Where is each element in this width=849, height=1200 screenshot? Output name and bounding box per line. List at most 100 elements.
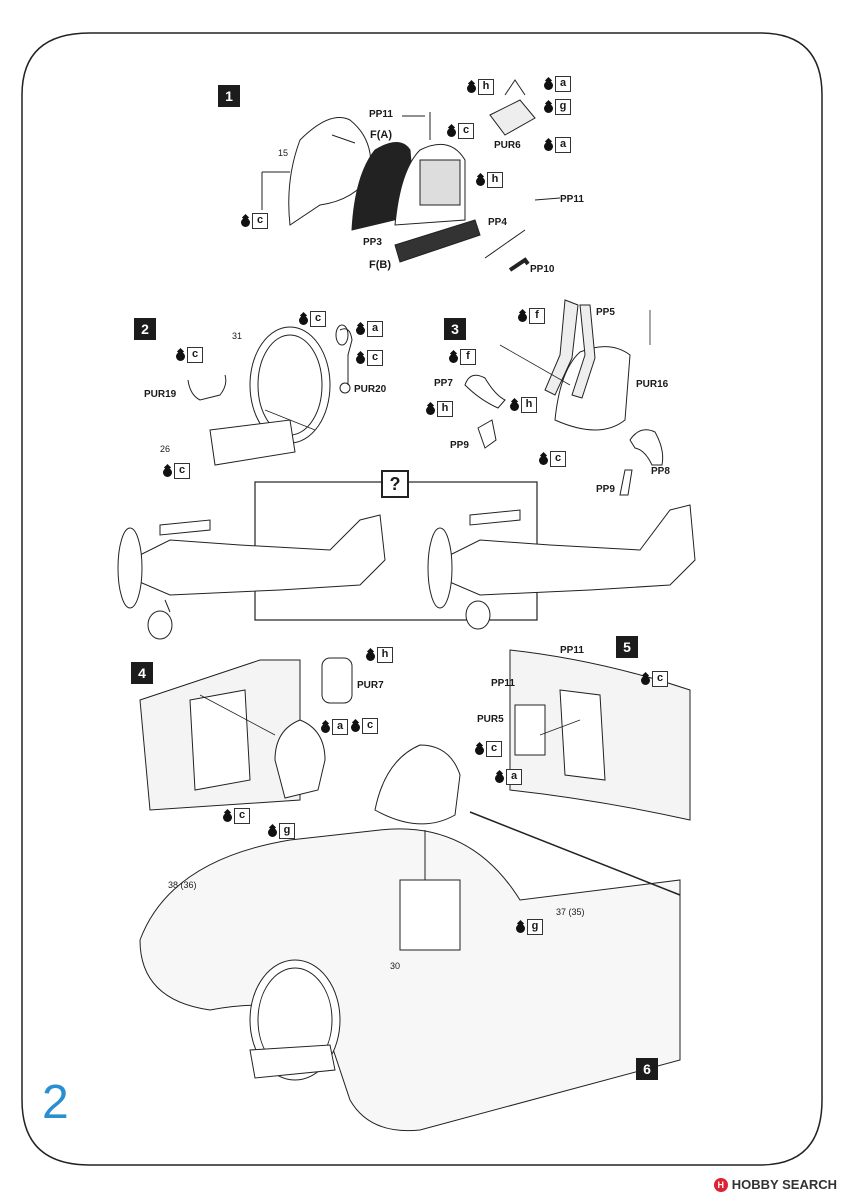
label-pp3: PP3 (363, 237, 382, 248)
paint-callout: c (474, 740, 502, 758)
paint-code: f (529, 308, 545, 324)
step-1-number: 1 (218, 85, 240, 107)
step-2-number: 2 (134, 318, 156, 340)
paint-drop-icon (350, 720, 361, 733)
paint-drop-icon (517, 310, 528, 323)
paint-code: c (174, 463, 190, 479)
label-pur5: PUR5 (477, 714, 504, 725)
paint-code: c (234, 808, 250, 824)
paint-drop-icon (543, 78, 554, 91)
paint-callout: a (494, 768, 522, 786)
paint-code: f (460, 349, 476, 365)
paint-callout: g (267, 822, 295, 840)
step1-drawing (261, 79, 561, 272)
paint-code: h (437, 401, 453, 417)
aircraft-right-drawing (427, 504, 696, 630)
label-pur7: PUR7 (357, 680, 384, 691)
label-26: 26 (160, 444, 171, 454)
paint-code: c (458, 123, 474, 139)
paint-drop-icon (509, 399, 520, 412)
paint-code: c (652, 671, 668, 687)
paint-drop-icon (222, 810, 233, 823)
paint-code: a (332, 719, 348, 735)
aircraft-left-drawing (117, 514, 386, 640)
label-38-36: 38 (36) (168, 880, 197, 890)
label-pp11-a: PP11 (369, 109, 393, 120)
paint-callout: a (543, 136, 571, 154)
paint-callout: c (222, 807, 250, 825)
paint-callout: c (298, 310, 326, 328)
paint-drop-icon (515, 921, 526, 934)
step3-drawing (464, 299, 664, 496)
paint-code: c (252, 213, 268, 229)
paint-code: a (506, 769, 522, 785)
paint-drop-icon (355, 323, 366, 336)
paint-callout: h (425, 400, 453, 418)
paint-code: g (279, 823, 295, 839)
paint-code: c (310, 311, 326, 327)
watermark: H HOBBY SEARCH (713, 1177, 837, 1192)
step-3-number: 3 (444, 318, 466, 340)
paint-callout: c (446, 122, 474, 140)
watermark-text: HOBBY SEARCH (731, 1177, 837, 1192)
paint-code: h (478, 79, 494, 95)
label-31: 31 (232, 331, 243, 341)
label-pp10: PP10 (530, 264, 555, 275)
paint-code: c (486, 741, 502, 757)
paint-callout: f (517, 307, 545, 325)
paint-drop-icon (162, 465, 173, 478)
label-fa: F(A) (370, 129, 392, 141)
paint-drop-icon (448, 351, 459, 364)
label-fb: F(B) (369, 259, 391, 271)
label-pur20: PUR20 (354, 384, 387, 395)
step2-drawing (187, 324, 353, 466)
hobby-search-logo-icon: H (713, 1177, 728, 1192)
paint-code: g (527, 919, 543, 935)
paint-drop-icon (267, 825, 278, 838)
label-pp11-c: PP11 (560, 645, 584, 656)
paint-drop-icon (538, 453, 549, 466)
paint-drop-icon (320, 721, 331, 734)
paint-drop-icon (543, 139, 554, 152)
paint-code: a (555, 137, 571, 153)
paint-code: c (362, 718, 378, 734)
label-pur6: PUR6 (494, 140, 521, 151)
step-4-number: 4 (131, 662, 153, 684)
paint-drop-icon (466, 81, 477, 94)
paint-callout: c (162, 462, 190, 480)
paint-callout: a (320, 718, 348, 736)
paint-drop-icon (298, 313, 309, 326)
paint-drop-icon (640, 673, 651, 686)
label-pp4: PP4 (488, 217, 507, 228)
step5-drawing (509, 649, 691, 821)
paint-callout: a (543, 75, 571, 93)
paint-callout: c (350, 717, 378, 735)
guide-lines (199, 310, 651, 736)
paint-drop-icon (240, 215, 251, 228)
paint-code: c (187, 347, 203, 363)
paint-callout: h (466, 78, 494, 96)
paint-drop-icon (355, 352, 366, 365)
paint-callout: g (543, 98, 571, 116)
paint-callout: a (355, 320, 383, 338)
step4-drawing (139, 657, 353, 811)
label-pp9-a: PP9 (450, 440, 469, 451)
paint-drop-icon (175, 349, 186, 362)
paint-callout: c (355, 349, 383, 367)
paint-callout: h (475, 171, 503, 189)
label-30: 30 (390, 961, 401, 971)
paint-drop-icon (474, 743, 485, 756)
step-5-number: 5 (616, 636, 638, 658)
paint-callout: h (509, 396, 537, 414)
paint-callout: c (538, 450, 566, 468)
paint-callout: c (240, 212, 268, 230)
label-15: 15 (278, 148, 289, 158)
paint-drop-icon (494, 771, 505, 784)
paint-code: h (377, 647, 393, 663)
label-pp8: PP8 (651, 466, 670, 477)
label-pp5: PP5 (596, 307, 615, 318)
paint-code: a (367, 321, 383, 337)
step6-drawing (139, 744, 681, 1132)
label-37-35: 37 (35) (556, 907, 585, 917)
